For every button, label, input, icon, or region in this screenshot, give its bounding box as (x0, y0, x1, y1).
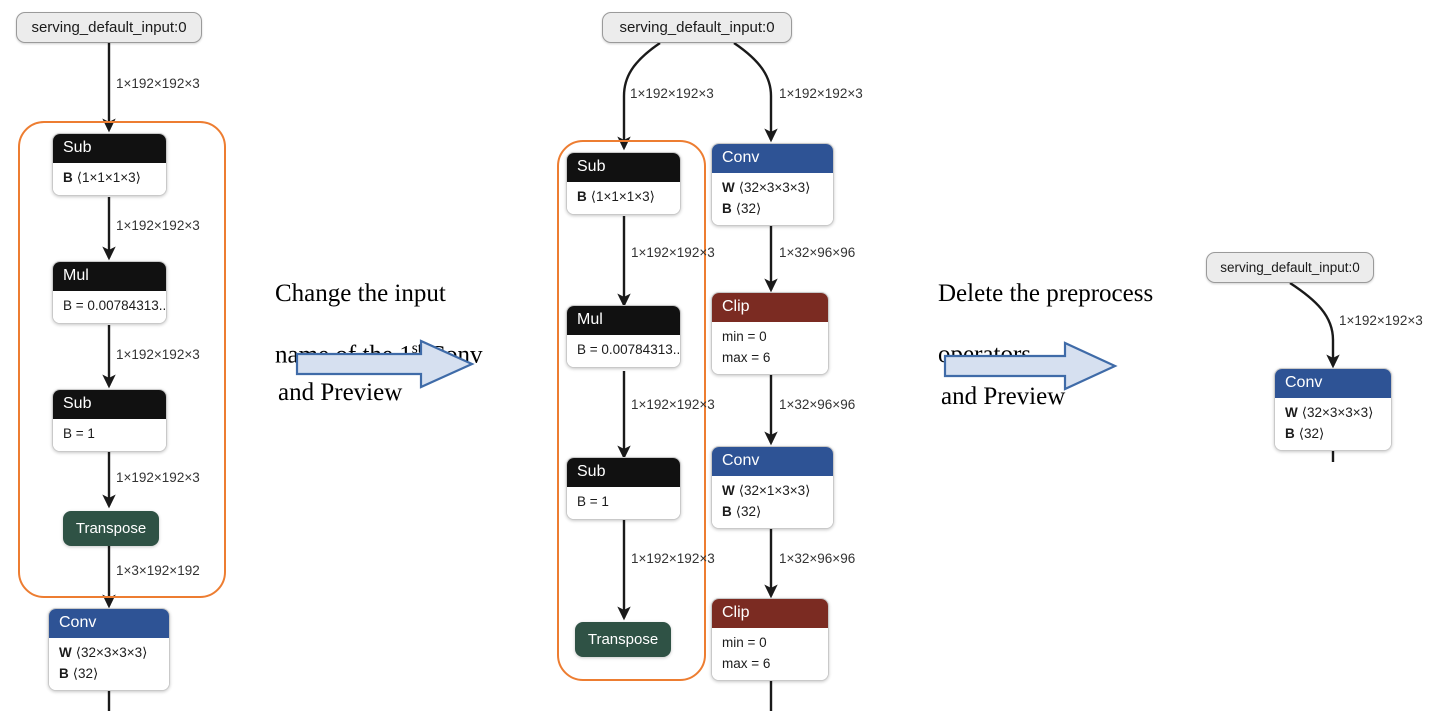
op-node-transpose-stage2[interactable]: Transpose (575, 622, 671, 657)
op-title: Mul (53, 262, 166, 292)
edge-label-clip1-to-conv2-stage2: 1×32×96×96 (779, 397, 856, 412)
annotation-2-text: Delete the preprocess operators (938, 248, 1198, 370)
op-title: Mul (567, 306, 680, 336)
op-node-transpose-stage1[interactable]: Transpose (63, 511, 159, 546)
op-attributes: B ⟨1×1×1×3⟩ (53, 163, 166, 195)
op-title: Conv (712, 144, 833, 174)
right-block-arrow-2 (943, 341, 1118, 391)
op-attributes: W ⟨32×3×3×3⟩ B ⟨32⟩ (712, 173, 833, 225)
op-node-mul-stage1[interactable]: Mul B = 0.00784313... (52, 261, 167, 324)
op-node-clip-1-stage2[interactable]: Clip min = 0 max = 6 (711, 292, 829, 375)
annotation-1-ordinal: st (411, 339, 423, 357)
attr-text: ⟨1×1×1×3⟩ (76, 170, 141, 186)
op-title: Transpose (75, 520, 147, 537)
edge-label-conv2-to-clip2-stage2: 1×32×96×96 (779, 551, 856, 566)
right-block-arrow-1 (295, 339, 475, 389)
attr-text: ⟨32⟩ (1298, 425, 1325, 441)
op-title: Clip (712, 599, 828, 629)
op-node-conv-2-stage2[interactable]: Conv W ⟨32×1×3×3⟩ B ⟨32⟩ (711, 446, 834, 529)
attr-text: B = 1 (63, 426, 95, 442)
op-title: Conv (1275, 369, 1391, 399)
op-attributes: B = 0.00784313... (53, 291, 167, 323)
input-node-label: serving_default_input:0 (619, 19, 775, 36)
edge-label-sub-to-mul-stage1: 1×192×192×3 (116, 218, 200, 233)
op-node-conv-stage1[interactable]: Conv W ⟨32×3×3×3⟩ B ⟨32⟩ (48, 608, 170, 691)
op-attributes: W ⟨32×3×3×3⟩ B ⟨32⟩ (1275, 398, 1391, 450)
op-title: Clip (712, 293, 828, 323)
op-attributes: W ⟨32×1×3×3⟩ B ⟨32⟩ (712, 476, 833, 528)
attr-text: ⟨1×1×1×3⟩ (590, 189, 655, 205)
op-title: Sub (53, 134, 166, 164)
attr-text: min = 0 (722, 635, 767, 651)
op-attributes: B = 1 (567, 487, 680, 519)
input-node-stage1[interactable]: serving_default_input:0 (16, 12, 202, 43)
op-title: Sub (53, 390, 166, 420)
attr-text: ⟨32⟩ (735, 200, 762, 216)
edge-label-transpose-to-conv-stage1: 1×3×192×192 (116, 563, 200, 578)
attr-text: max = 6 (722, 349, 771, 365)
attr-text: min = 0 (722, 329, 767, 345)
op-node-sub-2-stage1[interactable]: Sub B = 1 (52, 389, 167, 452)
op-attributes: B = 0.00784313... (567, 335, 681, 367)
edge-label-input-to-sub-stage2: 1×192×192×3 (630, 86, 714, 101)
op-title: Transpose (587, 631, 659, 648)
edge-label-input-to-conv-stage2: 1×192×192×3 (779, 86, 863, 101)
edge-label-mul-to-sub-stage2: 1×192×192×3 (631, 397, 715, 412)
annotation-2-footer: and Preview (941, 383, 1066, 410)
attr-text: B = 0.00784313... (63, 298, 167, 314)
attr-text: ⟨32×3×3×3⟩ (75, 645, 148, 661)
attr-text: ⟨32⟩ (72, 665, 99, 681)
op-node-sub-1-stage1[interactable]: Sub B ⟨1×1×1×3⟩ (52, 133, 167, 196)
op-attributes: min = 0 max = 6 (712, 322, 828, 374)
edge-label-input-to-conv-stage3: 1×192×192×3 (1339, 313, 1423, 328)
input-node-label: serving_default_input:0 (31, 19, 187, 36)
edge-label-conv1-to-clip1-stage2: 1×32×96×96 (779, 245, 856, 260)
input-node-stage3[interactable]: serving_default_input:0 (1206, 252, 1374, 283)
attr-text: ⟨32×1×3×3⟩ (738, 483, 811, 499)
op-title: Conv (49, 609, 169, 639)
attr-text: max = 6 (722, 655, 771, 671)
op-node-conv-stage3[interactable]: Conv W ⟨32×3×3×3⟩ B ⟨32⟩ (1274, 368, 1392, 451)
attr-text: ⟨32×3×3×3⟩ (1301, 405, 1374, 421)
op-attributes: B = 1 (53, 419, 166, 451)
op-attributes: B ⟨1×1×1×3⟩ (567, 182, 680, 214)
op-node-sub-1-stage2[interactable]: Sub B ⟨1×1×1×3⟩ (566, 152, 681, 215)
attr-text: ⟨32⟩ (735, 503, 762, 519)
edge-label-input-to-sub-stage1: 1×192×192×3 (116, 76, 200, 91)
op-node-mul-stage2[interactable]: Mul B = 0.00784313... (566, 305, 681, 368)
preprocess-group-box-stage1 (18, 121, 226, 598)
edge-label-sub-to-mul-stage2: 1×192×192×3 (631, 245, 715, 260)
op-node-clip-2-stage2[interactable]: Clip min = 0 max = 6 (711, 598, 829, 681)
annotation-2-line-1: Delete the preprocess (938, 279, 1154, 307)
op-attributes: W ⟨32×3×3×3⟩ B ⟨32⟩ (49, 638, 169, 690)
op-title: Sub (567, 458, 680, 488)
edge-label-sub-to-transpose-stage2: 1×192×192×3 (631, 551, 715, 566)
attr-text: ⟨32×3×3×3⟩ (738, 180, 811, 196)
op-title: Conv (712, 447, 833, 477)
annotation-1-line-1: Change the input (275, 279, 446, 307)
input-node-label: serving_default_input:0 (1220, 260, 1360, 275)
edge-label-mul-to-sub-stage1: 1×192×192×3 (116, 347, 200, 362)
attr-text: B = 1 (577, 494, 609, 510)
op-node-sub-2-stage2[interactable]: Sub B = 1 (566, 457, 681, 520)
input-node-stage2[interactable]: serving_default_input:0 (602, 12, 792, 43)
annotation-1-footer: and Preview (278, 379, 403, 406)
preprocess-group-box-stage2 (557, 140, 706, 681)
op-node-conv-1-stage2[interactable]: Conv W ⟨32×3×3×3⟩ B ⟨32⟩ (711, 143, 834, 226)
attr-text: B = 0.00784313... (577, 342, 681, 358)
edge-label-sub-to-transpose-stage1: 1×192×192×3 (116, 470, 200, 485)
op-title: Sub (567, 153, 680, 183)
op-attributes: min = 0 max = 6 (712, 628, 828, 680)
